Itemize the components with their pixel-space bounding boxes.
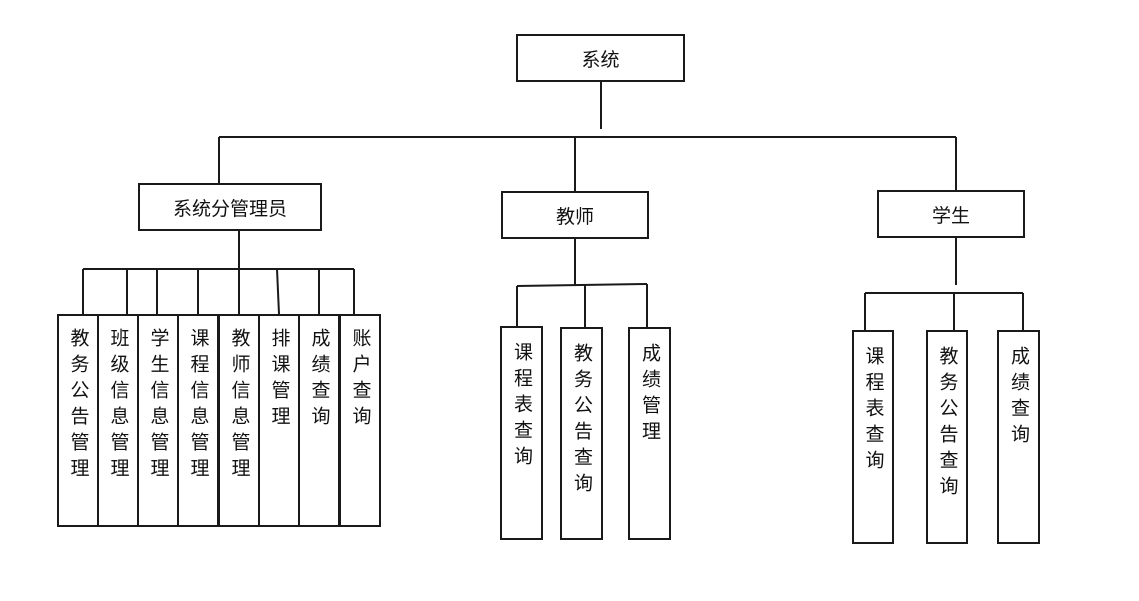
student-leaf-notice-query: 教务公告查询 <box>926 330 968 544</box>
teacher-leaf-notice-query: 教务公告查询 <box>560 327 603 540</box>
admin-leaf-label: 学生信息管理 <box>147 328 170 484</box>
admin-leaf-label: 成绩查询 <box>308 328 331 432</box>
root-node: 系统 <box>516 34 685 82</box>
admin-leaf-course-info-management: 课程信息管理 <box>177 314 219 527</box>
student-leaf-label: 成绩查询 <box>1008 346 1030 450</box>
teacher-leaf-label: 课程表查询 <box>511 342 533 472</box>
root-label: 系统 <box>581 48 620 71</box>
admin-leaf-grade-query: 成绩查询 <box>298 314 340 527</box>
teacher-leaf-label: 教务公告查询 <box>571 343 593 499</box>
connector-admin-c6 <box>276 268 280 315</box>
admin-leaf-label: 教务公告管理 <box>67 328 90 484</box>
admin-leaf-label: 班级信息管理 <box>107 328 130 484</box>
student-leaf-label: 教务公告查询 <box>936 346 959 502</box>
admin-leaf-label: 排课管理 <box>268 328 291 432</box>
student-node: 学生 <box>877 190 1025 238</box>
connector-teacher-bus <box>516 283 648 287</box>
teacher-label: 教师 <box>555 205 594 228</box>
admin-leaf-scheduling-management: 排课管理 <box>258 314 300 527</box>
student-leaf-grade-query: 成绩查询 <box>997 330 1040 544</box>
admin-leaf-class-info-management: 班级信息管理 <box>97 314 139 527</box>
admin-leaf-notice-management: 教务公告管理 <box>57 314 99 527</box>
admin-leaf-label: 账户查询 <box>349 328 372 432</box>
teacher-leaf-grade-management: 成绩管理 <box>628 327 671 540</box>
student-leaf-timetable-query: 课程表查询 <box>852 330 894 544</box>
admin-leaf-label: 教师信息管理 <box>228 328 251 484</box>
admin-node: 系统分管理员 <box>138 183 322 231</box>
student-label: 学生 <box>931 204 970 227</box>
admin-leaf-teacher-info-management: 教师信息管理 <box>218 314 260 527</box>
student-leaf-label: 课程表查询 <box>862 346 885 476</box>
teacher-leaf-label: 成绩管理 <box>639 343 661 447</box>
admin-label: 系统分管理员 <box>172 197 287 220</box>
admin-leaf-account-query: 账户查询 <box>339 314 381 527</box>
admin-leaf-label: 课程信息管理 <box>187 328 210 484</box>
teacher-leaf-timetable-query: 课程表查询 <box>500 326 543 540</box>
admin-leaf-student-info-management: 学生信息管理 <box>137 314 179 527</box>
teacher-node: 教师 <box>501 191 649 239</box>
